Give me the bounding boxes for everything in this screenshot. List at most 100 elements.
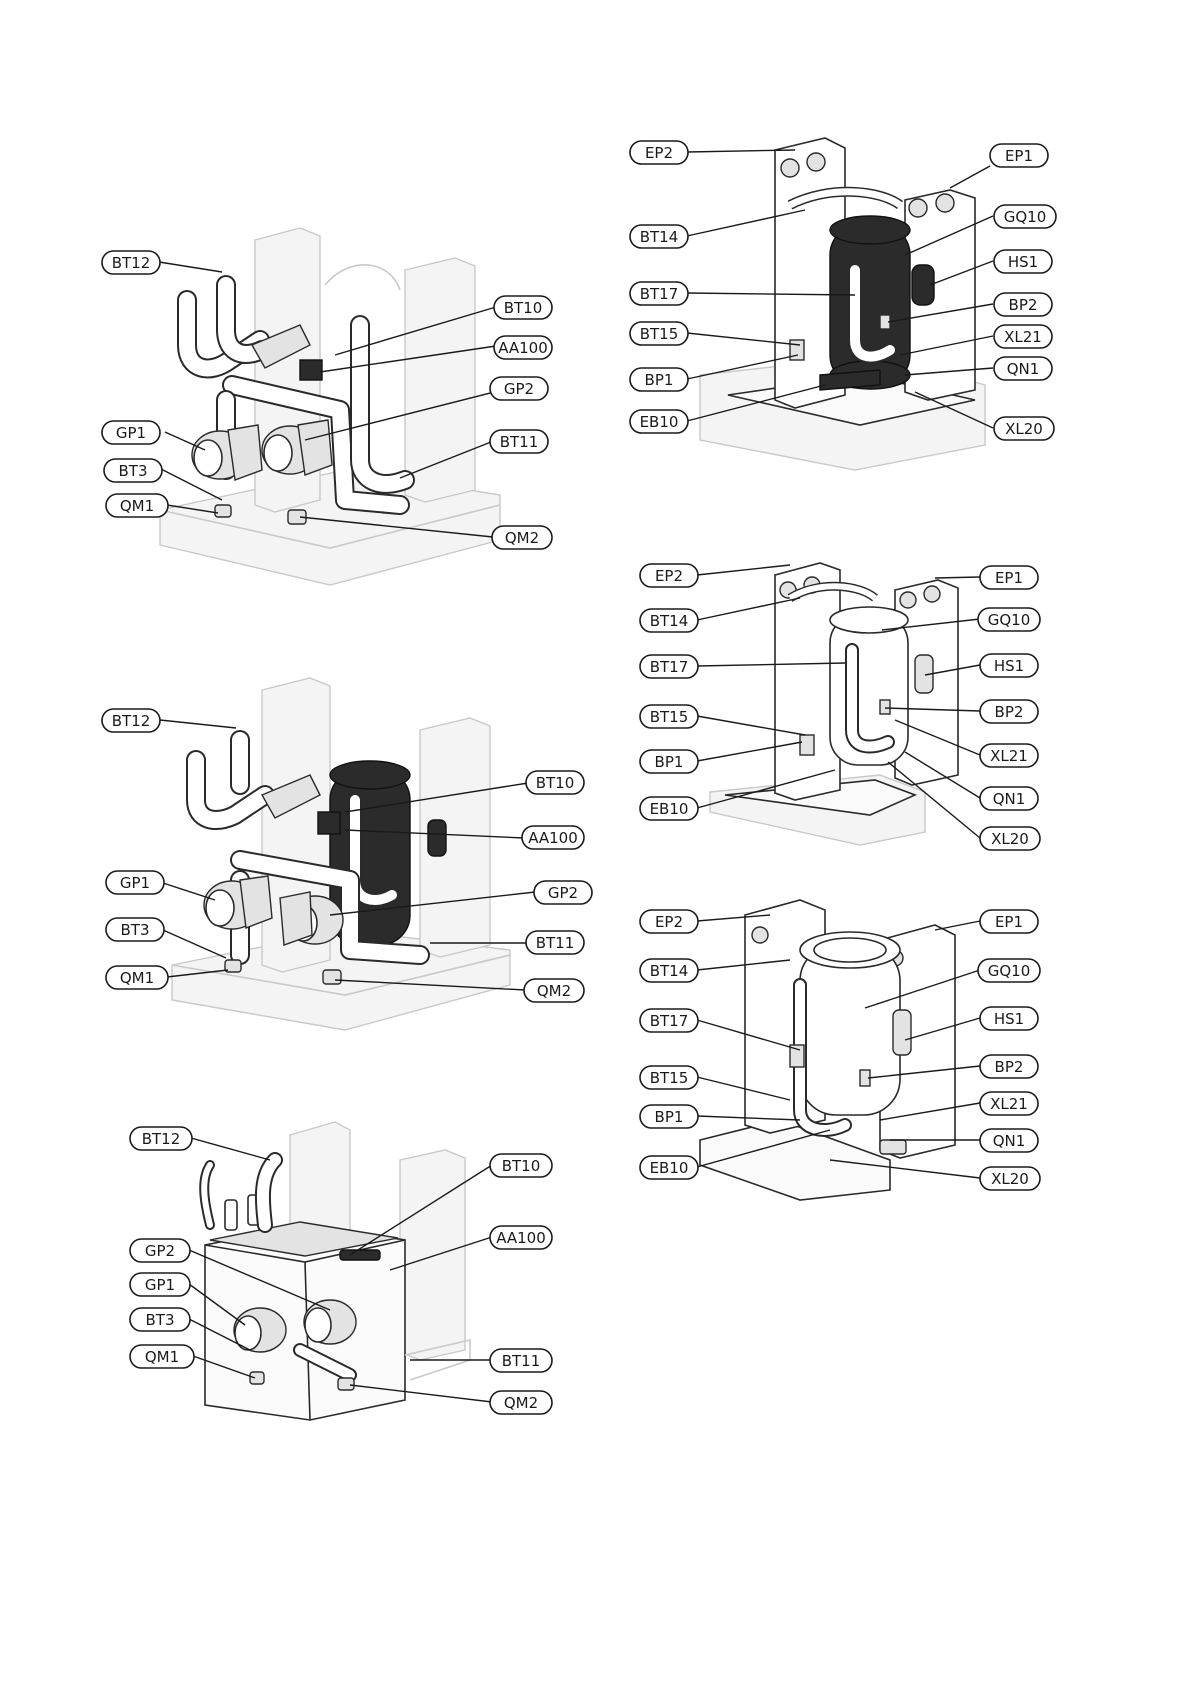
label-bt17: BT17 [640, 1009, 698, 1032]
label-ep2: EP2 [640, 910, 698, 933]
label-bt3-text: BT3 [146, 1311, 175, 1329]
label-bt10: BT10 [526, 771, 584, 794]
label-gq10-text: GQ10 [988, 611, 1031, 629]
label-bt17: BT17 [640, 655, 698, 678]
label-bt17: BT17 [630, 282, 688, 305]
label-qn1: QN1 [994, 357, 1052, 380]
label-bt15: BT15 [630, 322, 688, 345]
label-bt12-text: BT12 [112, 712, 151, 730]
label-qm2: QM2 [490, 1391, 552, 1414]
label-bt15: BT15 [640, 705, 698, 728]
label-bt15-text: BT15 [650, 708, 689, 726]
label-bt3: BT3 [106, 918, 164, 941]
label-xl21-text: XL21 [1004, 328, 1042, 346]
label-bt11: BT11 [526, 931, 584, 954]
label-eb10: EB10 [640, 797, 698, 820]
label-bt10-text: BT10 [502, 1157, 541, 1175]
label-qm1-text: QM1 [120, 969, 154, 987]
label-bt11-text: BT11 [500, 433, 539, 451]
label-qm1: QM1 [130, 1345, 194, 1368]
label-qm1: QM1 [106, 494, 168, 517]
label-hs1-text: HS1 [994, 657, 1024, 675]
label-bt12: BT12 [102, 251, 160, 274]
label-bp1: BP1 [630, 368, 688, 391]
label-bt17-text: BT17 [640, 285, 679, 303]
label-ep1: EP1 [990, 144, 1048, 167]
label-gq10: GQ10 [994, 205, 1056, 228]
label-xl20-text: XL20 [991, 1170, 1029, 1188]
label-ep2-text: EP2 [645, 144, 673, 162]
figure-3-drawing [172, 678, 510, 1030]
label-qn1-text: QN1 [993, 790, 1026, 808]
label-bt14: BT14 [640, 959, 698, 982]
label-xl20: XL20 [994, 417, 1054, 440]
label-qm2: QM2 [492, 526, 552, 549]
label-xl20: XL20 [980, 1167, 1040, 1190]
label-ep1-text: EP1 [995, 569, 1023, 587]
figure-2-drawing [700, 138, 985, 470]
label-eb10-text: EB10 [650, 1159, 689, 1177]
label-qn1-text: QN1 [993, 1132, 1026, 1150]
label-bt11: BT11 [490, 430, 548, 453]
label-bt14: BT14 [630, 225, 688, 248]
label-bt12-text: BT12 [112, 254, 151, 272]
label-gq10: GQ10 [978, 959, 1040, 982]
label-bp1-text: BP1 [655, 1108, 684, 1126]
label-bt12-text: BT12 [142, 1130, 181, 1148]
label-bt14-text: BT14 [650, 612, 689, 630]
label-gp2: GP2 [490, 377, 548, 400]
label-qn1-text: QN1 [1007, 360, 1040, 378]
label-aa100: AA100 [494, 336, 552, 359]
label-gq10: GQ10 [978, 608, 1040, 631]
label-bp1: BP1 [640, 750, 698, 773]
label-bt3-text: BT3 [119, 462, 148, 480]
label-gp2-text: GP2 [145, 1242, 175, 1260]
label-ep2-text: EP2 [655, 567, 683, 585]
label-bt3: BT3 [130, 1308, 190, 1331]
label-qn1: QN1 [980, 1129, 1038, 1152]
label-ep1: EP1 [980, 566, 1038, 589]
label-xl21: XL21 [980, 744, 1038, 767]
label-gq10-text: GQ10 [1004, 208, 1047, 226]
label-qm1-text: QM1 [120, 497, 154, 515]
label-ep1-text: EP1 [1005, 147, 1033, 165]
label-gp2-text: GP2 [548, 884, 578, 902]
label-hs1-text: HS1 [1008, 253, 1038, 271]
label-hs1: HS1 [980, 1007, 1038, 1030]
label-xl21: XL21 [980, 1092, 1038, 1115]
label-eb10: EB10 [640, 1156, 698, 1179]
figure-4-drawing [710, 563, 958, 845]
label-xl20-text: XL20 [991, 830, 1029, 848]
label-gp2-text: GP2 [504, 380, 534, 398]
label-aa100: AA100 [522, 826, 584, 849]
label-bt14-text: BT14 [650, 962, 689, 980]
label-bt10: BT10 [494, 296, 552, 319]
label-hs1: HS1 [994, 250, 1052, 273]
label-gp1: GP1 [102, 421, 160, 444]
label-qm2-text: QM2 [505, 529, 539, 547]
label-bt3-text: BT3 [121, 921, 150, 939]
label-aa100-text: AA100 [528, 829, 578, 847]
label-bp2: BP2 [980, 1055, 1038, 1078]
label-eb10: EB10 [630, 410, 688, 433]
label-xl21-text: XL21 [990, 747, 1028, 765]
label-bp2: BP2 [994, 293, 1052, 316]
label-bt15-text: BT15 [640, 325, 679, 343]
label-aa100-text: AA100 [496, 1229, 546, 1247]
label-qm2-text: QM2 [504, 1394, 538, 1412]
label-ep2: EP2 [630, 141, 688, 164]
label-bp2-text: BP2 [1009, 296, 1038, 314]
label-bt12: BT12 [102, 709, 160, 732]
label-bt10-text: BT10 [504, 299, 543, 317]
label-ep2-text: EP2 [655, 913, 683, 931]
label-bt10: BT10 [490, 1154, 552, 1177]
label-aa100: AA100 [490, 1226, 552, 1249]
label-bt14-text: BT14 [640, 228, 679, 246]
label-xl20-text: XL20 [1005, 420, 1043, 438]
label-gp2: GP2 [534, 881, 592, 904]
label-xl20: XL20 [980, 827, 1040, 850]
label-eb10-text: EB10 [640, 413, 679, 431]
label-bt11-text: BT11 [536, 934, 575, 952]
label-gp1: GP1 [106, 871, 164, 894]
